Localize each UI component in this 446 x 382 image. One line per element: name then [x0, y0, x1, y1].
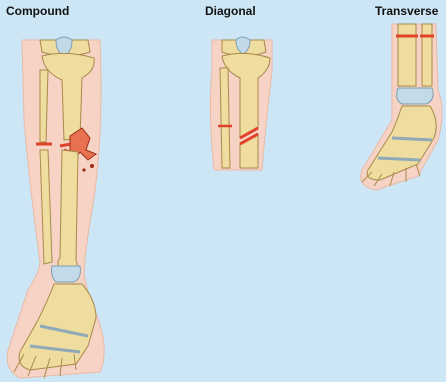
compound-ankle	[52, 266, 81, 282]
transverse-foot-bones	[367, 106, 436, 180]
compound-fragment-dot	[90, 164, 94, 168]
transverse-fibula	[422, 24, 432, 86]
transverse-foot	[361, 24, 442, 190]
compound-fibula-upper	[40, 70, 48, 142]
diagonal-fibula	[220, 68, 230, 168]
compound-fragment-dot	[82, 168, 85, 171]
compound-leg	[7, 37, 104, 378]
transverse-ankle	[397, 88, 433, 104]
transverse-tibia	[398, 24, 416, 86]
diagonal-leg	[210, 37, 272, 170]
